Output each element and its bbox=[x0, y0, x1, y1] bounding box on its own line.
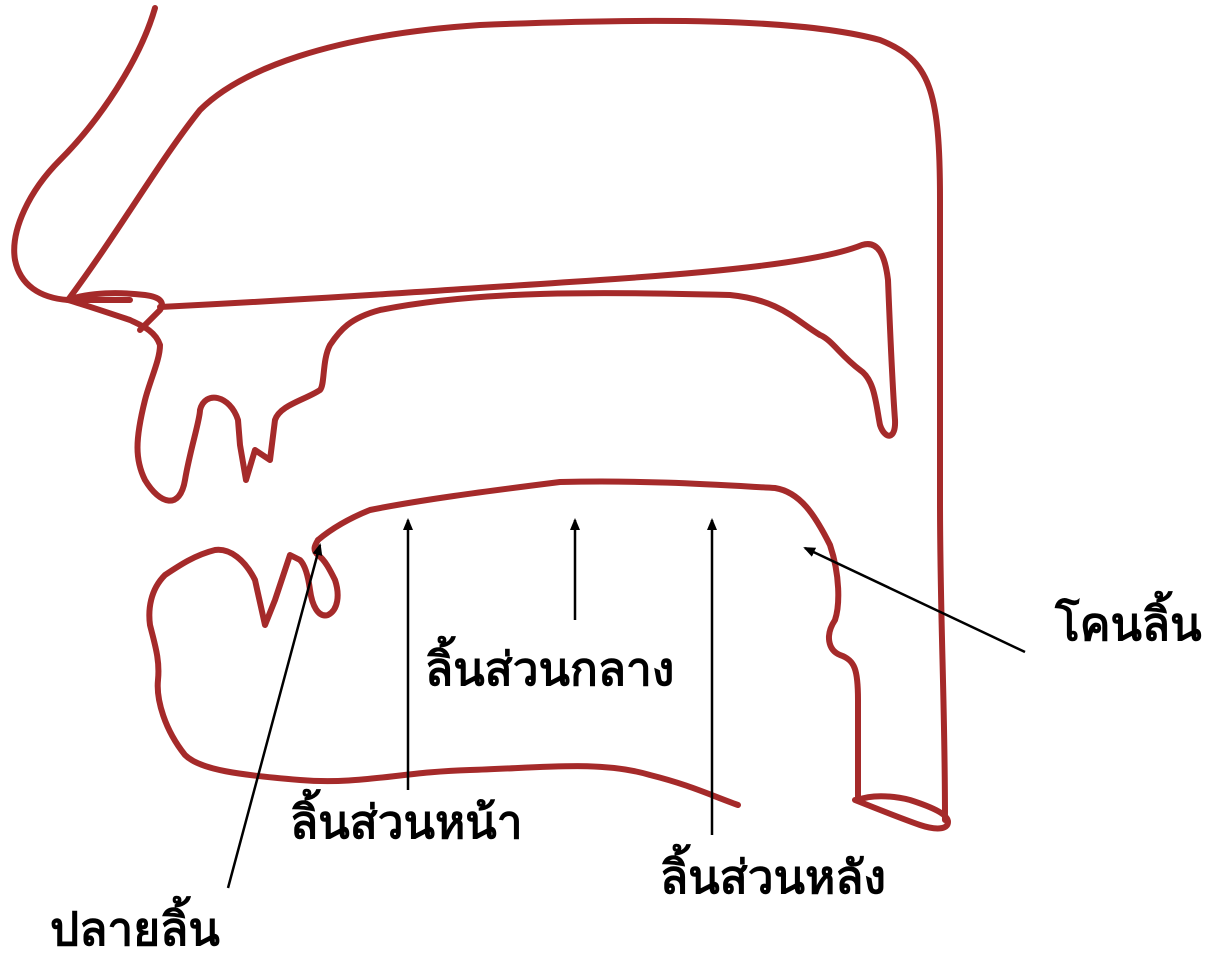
pharynx-end-outline bbox=[852, 793, 951, 832]
front-tongue-label: ลิ้นส่วนหน้า bbox=[290, 788, 523, 849]
middle-tongue-label: ลิ้นส่วนกลาง bbox=[425, 635, 674, 696]
nasal-cavity-outline bbox=[65, 17, 948, 823]
back-tongue-label: ลิ้นส่วนหลัง bbox=[660, 843, 886, 904]
vocal-tract-outline bbox=[11, 5, 951, 832]
palate-outline bbox=[65, 241, 899, 504]
tongue-root-label: โคนลิ้น bbox=[1054, 590, 1202, 651]
labels: ลิ้นส่วนกลาง โคนลิ้น ลิ้นส่วนหน้า ลิ้นส่… bbox=[50, 590, 1202, 953]
nose-outline bbox=[11, 5, 158, 303]
tongue-outline bbox=[315, 478, 861, 803]
annotation-pointers bbox=[226, 518, 1026, 889]
tongue-tip-pointer bbox=[226, 543, 323, 889]
upper-lip-outline bbox=[65, 290, 165, 333]
tongue-tip-label: ปลายลิ้น bbox=[50, 895, 220, 953]
tongue-tip-outline bbox=[146, 537, 741, 808]
tongue-root-pointer bbox=[803, 546, 1026, 654]
